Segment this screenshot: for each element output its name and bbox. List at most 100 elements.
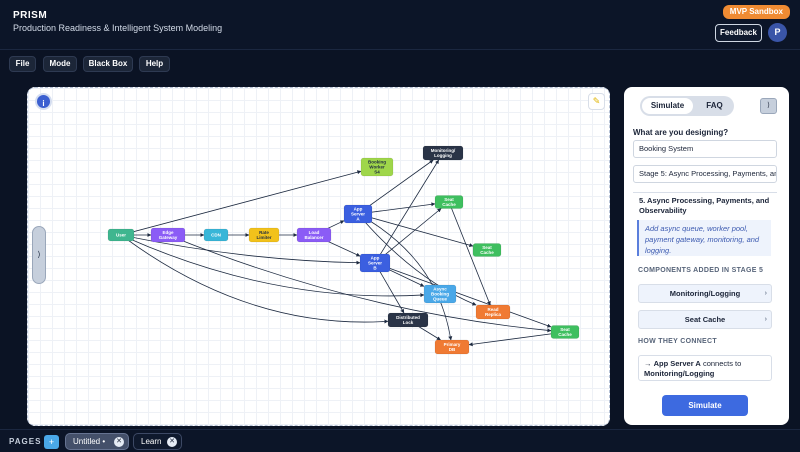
divider bbox=[633, 192, 777, 193]
component-label: Seat Cache bbox=[684, 315, 726, 324]
help-menu-button[interactable]: Help bbox=[139, 56, 170, 72]
system-input[interactable]: Booking System bbox=[633, 140, 777, 158]
pages-bar: PAGES + Untitled • ✕ Learn ✕ bbox=[0, 429, 800, 452]
node-label: Seat bbox=[482, 245, 492, 250]
page-tab-untitled[interactable]: Untitled • ✕ bbox=[65, 433, 129, 450]
connect-heading: HOW THEY CONNECT bbox=[638, 338, 717, 345]
chevron-right-icon: › bbox=[764, 290, 767, 297]
component-item[interactable]: Seat Cache › bbox=[638, 310, 772, 329]
node-cdn[interactable]: CDN bbox=[203, 228, 229, 242]
node-box bbox=[203, 228, 229, 242]
node-label: App bbox=[354, 207, 363, 212]
node-label: User bbox=[116, 233, 126, 238]
info-button[interactable]: i bbox=[35, 93, 52, 110]
component-item[interactable]: Monitoring/Logging › bbox=[638, 284, 772, 303]
simulate-button[interactable]: Simulate bbox=[662, 395, 748, 416]
user-avatar[interactable]: P bbox=[768, 23, 787, 42]
node-label: Replica bbox=[485, 312, 502, 317]
component-label: Monitoring/Logging bbox=[669, 289, 741, 298]
node-box bbox=[248, 227, 280, 243]
tab-simulate[interactable]: Simulate bbox=[642, 98, 693, 114]
pages-label: PAGES bbox=[9, 437, 42, 446]
design-question: What are you designing? bbox=[633, 128, 729, 137]
connection-mid: connects to bbox=[702, 359, 742, 368]
node-label: Seat bbox=[444, 197, 454, 202]
node-label: S4 bbox=[374, 170, 380, 175]
eraser-icon[interactable]: ✎ bbox=[588, 93, 605, 110]
edge-user-to-worker bbox=[120, 170, 362, 236]
node-label: Booking bbox=[368, 160, 386, 165]
edge-user-to-queue bbox=[120, 234, 425, 298]
node-label: B bbox=[373, 266, 377, 271]
edge-seat1-to-replica bbox=[448, 201, 491, 306]
node-label: Booking bbox=[431, 292, 449, 297]
node-label: Limiter bbox=[256, 235, 271, 240]
node-label: Server bbox=[351, 212, 365, 217]
chevron-right-icon: ⟩ bbox=[767, 102, 770, 109]
menu-bar: File Mode Black Box Help bbox=[0, 50, 800, 78]
page-tab-label: Untitled • bbox=[73, 437, 106, 446]
mode-menu-button[interactable]: Mode bbox=[43, 56, 77, 72]
add-page-button[interactable]: + bbox=[44, 435, 59, 449]
tab-faq[interactable]: FAQ bbox=[706, 101, 723, 110]
app-header: PRISM Production Readiness & Intelligent… bbox=[0, 0, 800, 50]
node-label: Async bbox=[433, 287, 447, 292]
page-tab-learn[interactable]: Learn ✕ bbox=[133, 433, 182, 450]
node-label: CDN bbox=[211, 233, 221, 238]
file-menu-button[interactable]: File bbox=[9, 56, 36, 72]
node-box bbox=[422, 145, 464, 161]
close-icon[interactable]: ✕ bbox=[114, 437, 124, 447]
components-heading: COMPONENTS ADDED IN STAGE 5 bbox=[638, 267, 764, 274]
brand: PRISM Production Readiness & Intelligent… bbox=[13, 10, 222, 33]
collapse-panel-button[interactable]: ⟩ bbox=[760, 98, 777, 114]
node-box bbox=[550, 325, 580, 339]
node-mon[interactable]: Monitoring/Logging bbox=[422, 145, 464, 161]
node-user[interactable]: User bbox=[107, 228, 135, 242]
stage-select[interactable]: Stage 5: Async Processing, Payments, and… bbox=[633, 165, 777, 183]
edge-appA-to-replica bbox=[357, 213, 477, 306]
node-label: DB bbox=[449, 347, 456, 352]
node-box bbox=[472, 243, 502, 257]
node-label: Lock bbox=[403, 320, 414, 325]
node-box bbox=[296, 227, 332, 243]
node-box bbox=[343, 204, 373, 224]
feedback-button[interactable]: Feedback bbox=[715, 24, 762, 42]
edge-appB-to-mon bbox=[374, 159, 440, 264]
node-box bbox=[359, 253, 391, 273]
node-label: Worker bbox=[369, 165, 385, 170]
node-label: Edge bbox=[162, 230, 173, 235]
edge-user-to-lock bbox=[120, 234, 389, 324]
node-label: Load bbox=[309, 230, 320, 235]
node-label: Primary bbox=[444, 342, 461, 347]
app-subtitle: Production Readiness & Intelligent Syste… bbox=[13, 23, 223, 33]
edge-edge-to-seat3 bbox=[167, 234, 552, 333]
connection-card: → App Server A connects to Monitoring/Lo… bbox=[638, 355, 772, 381]
black-box-menu-button[interactable]: Black Box bbox=[83, 56, 133, 72]
edge-appA-to-primary bbox=[357, 213, 453, 341]
node-label: Logging bbox=[434, 153, 452, 158]
node-box bbox=[423, 284, 457, 304]
chevron-right-icon: › bbox=[764, 316, 767, 323]
node-label: Gateway bbox=[159, 235, 178, 240]
connection-from: App Server A bbox=[653, 359, 701, 368]
arrow-right-icon: → bbox=[644, 359, 652, 368]
expand-left-panel-handle[interactable]: ⟩ bbox=[32, 226, 46, 284]
app-title: PRISM bbox=[13, 10, 48, 21]
stage-description: Add async queue, worker pool, payment ga… bbox=[637, 220, 771, 256]
close-icon[interactable]: ✕ bbox=[167, 437, 177, 447]
